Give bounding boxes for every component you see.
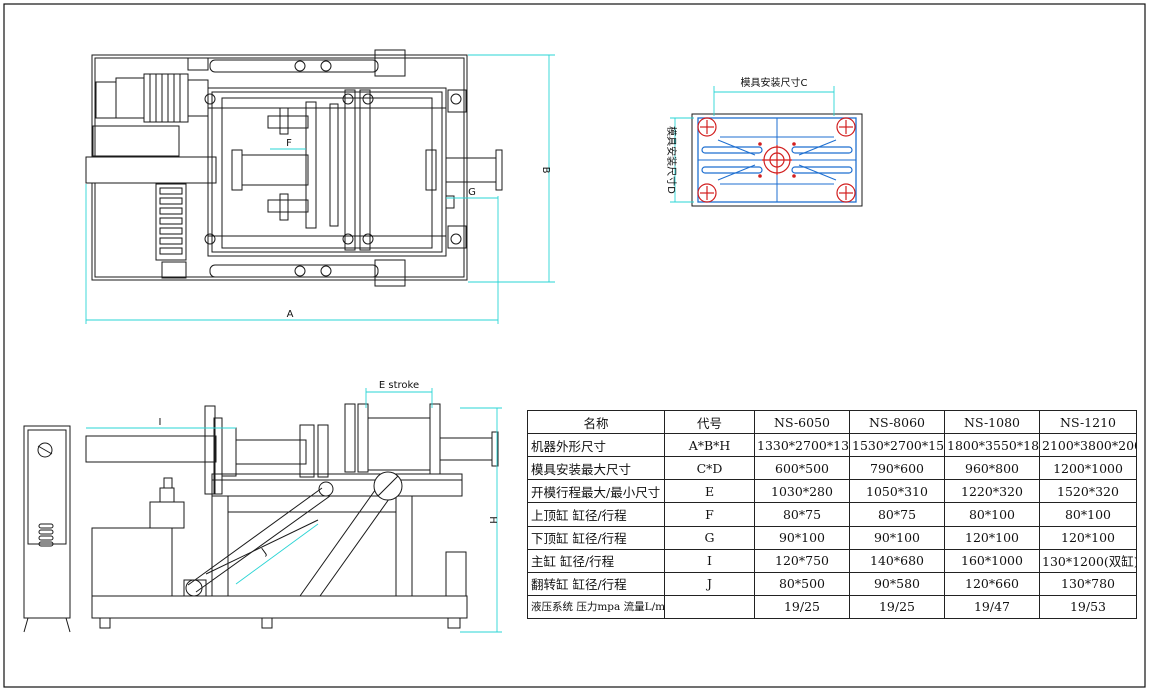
row-value: 960*800 <box>944 456 1040 481</box>
row-value: 80*100 <box>1039 502 1137 527</box>
row-value: 120*660 <box>944 571 1040 596</box>
row-value: 1050*310 <box>849 479 945 504</box>
row-code: C*D <box>664 456 755 481</box>
table-row: 上顶缸 缸径/行程 F 80*75 80*75 80*100 80*100 <box>527 502 1137 527</box>
page-border <box>3 3 1146 688</box>
row-label: 主缸 缸径/行程 <box>527 548 665 573</box>
top-view <box>85 49 503 287</box>
row-value: 90*100 <box>849 525 945 550</box>
row-value: 790*600 <box>849 456 945 481</box>
table-row: 翻转缸 缸径/行程 J 80*500 90*580 120*660 130*78… <box>527 571 1137 596</box>
dim-label-d: 模具安装尺寸D <box>665 126 678 194</box>
table-row: 机器外形尺寸 A*B*H 1330*2700*1300 1530*2700*15… <box>527 433 1137 458</box>
row-code: F <box>664 502 755 527</box>
row-value: 1530*2700*1520 <box>849 433 945 458</box>
row-value: 130*1200(双缸) <box>1039 548 1137 573</box>
row-label: 开模行程最大/最小尺寸 <box>527 479 665 504</box>
row-value: 1220*320 <box>944 479 1040 504</box>
row-value: 80*500 <box>754 571 850 596</box>
dim-label-a: A <box>287 309 294 320</box>
row-value: 80*100 <box>944 502 1040 527</box>
row-value: 19/25 <box>754 594 850 620</box>
row-label: 上顶缸 缸径/行程 <box>527 502 665 527</box>
header-cell-ns1210: NS-1210 <box>1039 409 1137 435</box>
row-value: 19/25 <box>849 594 945 620</box>
header-cell-ns6050: NS-6050 <box>754 409 850 435</box>
mold-plate-view <box>670 86 863 207</box>
side-view-dimensions <box>86 388 502 633</box>
table-row: 主缸 缸径/行程 I 120*750 140*680 160*1000 130*… <box>527 548 1137 573</box>
row-value: 80*75 <box>849 502 945 527</box>
row-label: 机器外形尺寸 <box>527 433 665 458</box>
table-row: 液压系统 压力mpa 流量L/min 19/25 19/25 19/47 19/… <box>527 594 1137 620</box>
row-code: J <box>664 571 755 596</box>
row-label: 液压系统 压力mpa 流量L/min <box>527 594 665 620</box>
row-code: I <box>664 548 755 573</box>
top-view-dimensions <box>85 54 555 324</box>
header-cell-name: 名称 <box>527 409 665 435</box>
row-code: A*B*H <box>664 433 755 458</box>
side-view <box>23 403 499 633</box>
table-row: 模具安装最大尺寸 C*D 600*500 790*600 960*800 120… <box>527 456 1137 481</box>
row-value: 2100*3800*2000 <box>1039 433 1137 458</box>
row-value: 90*100 <box>754 525 850 550</box>
table-row: 开模行程最大/最小尺寸 E 1030*280 1050*310 1220*320… <box>527 479 1137 504</box>
table-header-row: 名称 代号 NS-6050 NS-8060 NS-1080 NS-1210 <box>527 409 1137 435</box>
row-label: 模具安装最大尺寸 <box>527 456 665 481</box>
row-value: 90*580 <box>849 571 945 596</box>
row-value: 1200*1000 <box>1039 456 1137 481</box>
row-value: 1800*3550*1800 <box>944 433 1040 458</box>
dim-label-c: 模具安装尺寸C <box>741 76 808 89</box>
dim-label-i: I <box>159 417 162 428</box>
spec-table: 名称 代号 NS-6050 NS-8060 NS-1080 NS-1210 机器… <box>527 409 1137 620</box>
row-value: 140*680 <box>849 548 945 573</box>
row-value: 600*500 <box>754 456 850 481</box>
dim-label-g: G <box>468 187 476 198</box>
header-cell-ns1080: NS-1080 <box>944 409 1040 435</box>
row-value: 130*780 <box>1039 571 1137 596</box>
row-value: 1520*320 <box>1039 479 1137 504</box>
row-label: 下顶缸 缸径/行程 <box>527 525 665 550</box>
row-code: E <box>664 479 755 504</box>
row-value: 160*1000 <box>944 548 1040 573</box>
table-row: 下顶缸 缸径/行程 G 90*100 90*100 120*100 120*10… <box>527 525 1137 550</box>
row-code <box>664 594 755 620</box>
dim-label-j: J <box>259 547 269 558</box>
row-value: 80*75 <box>754 502 850 527</box>
row-code: G <box>664 525 755 550</box>
header-cell-ns8060: NS-8060 <box>849 409 945 435</box>
row-value: 120*100 <box>944 525 1040 550</box>
row-value: 19/53 <box>1039 594 1137 620</box>
row-value: 1330*2700*1300 <box>754 433 850 458</box>
dim-label-f: F <box>286 138 292 149</box>
row-value: 1030*280 <box>754 479 850 504</box>
row-label: 翻转缸 缸径/行程 <box>527 571 665 596</box>
dim-label-e: E stroke <box>379 380 419 391</box>
row-value: 120*750 <box>754 548 850 573</box>
row-value: 19/47 <box>944 594 1040 620</box>
header-cell-code: 代号 <box>664 409 755 435</box>
dim-label-h: H <box>487 516 498 524</box>
dim-label-b: B <box>540 167 551 174</box>
row-value: 120*100 <box>1039 525 1137 550</box>
